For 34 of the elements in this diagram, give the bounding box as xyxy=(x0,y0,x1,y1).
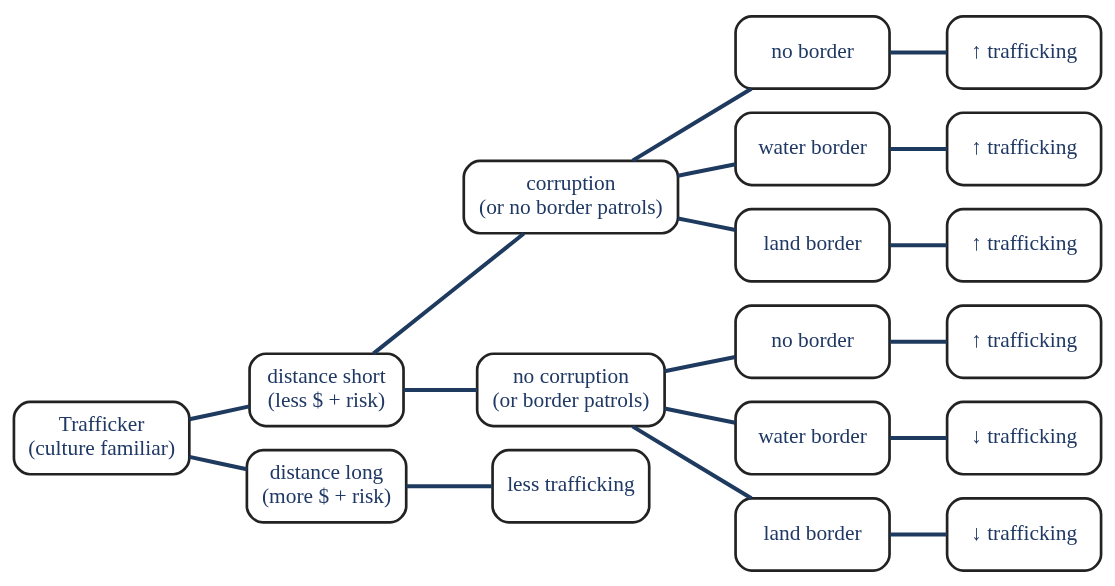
node-box: no corruption (or border patrols) xyxy=(475,351,666,427)
node-box: water border xyxy=(734,400,891,476)
connector xyxy=(406,483,493,488)
node-box: no border xyxy=(734,303,891,379)
node-box: ↑ trafficking xyxy=(945,207,1103,283)
node-box: land border xyxy=(734,207,891,283)
connector xyxy=(889,339,947,344)
connector xyxy=(677,161,736,178)
connector xyxy=(889,532,947,536)
connector xyxy=(189,403,250,421)
connector xyxy=(664,354,736,373)
connector xyxy=(889,242,947,247)
node-box: ↓ trafficking xyxy=(945,400,1103,476)
connector xyxy=(372,231,526,355)
node-box: Trafficker (culture familiar) xyxy=(12,400,191,476)
connector xyxy=(677,216,736,232)
node-box: distance short (less $ + risk) xyxy=(248,351,405,427)
node-box: no border xyxy=(734,14,891,90)
connector xyxy=(889,435,947,440)
connector xyxy=(631,86,753,162)
connector xyxy=(889,146,947,151)
node-box: less trafficking xyxy=(491,448,651,524)
node-box: corruption (or no border patrols) xyxy=(462,159,680,235)
connector xyxy=(889,50,947,54)
connector xyxy=(189,454,248,471)
node-box: ↑ trafficking xyxy=(945,14,1103,90)
connector xyxy=(403,387,478,392)
node-box: water border xyxy=(734,110,891,186)
node-box: ↓ trafficking xyxy=(945,496,1103,572)
node-box: land border xyxy=(734,496,891,572)
connector xyxy=(664,406,736,425)
node-box: ↑ trafficking xyxy=(945,110,1103,186)
node-box: distance long (more $ + risk) xyxy=(245,448,408,524)
node-box: ↑ trafficking xyxy=(945,303,1103,379)
